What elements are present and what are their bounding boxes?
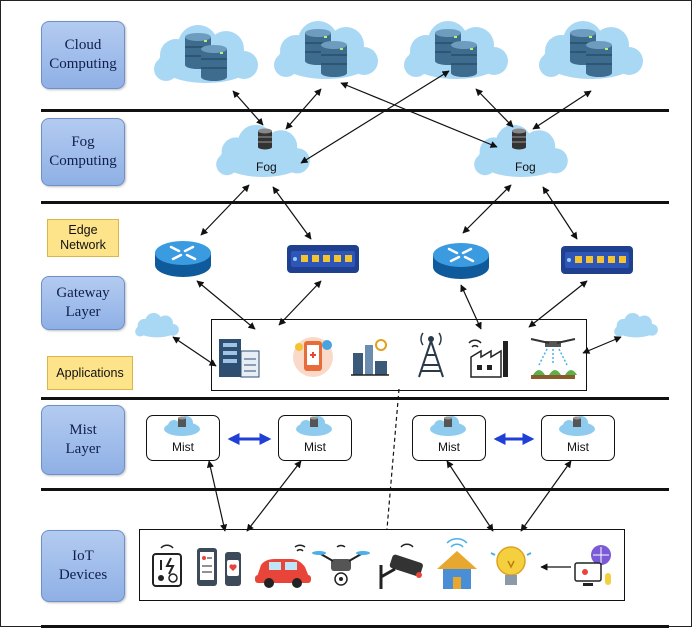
cloud-fog-arrows (232, 70, 592, 164)
layer-label-applications: Applications (47, 356, 133, 390)
edge-app-arrows (196, 280, 588, 330)
mist-cloud-icon-1 (164, 416, 200, 436)
layer-iot-text: IoT Devices (58, 548, 108, 583)
layer-gateway-text: Gateway Layer (56, 285, 110, 320)
router-left (153, 239, 213, 279)
cloud-server-4 (539, 21, 643, 79)
mist-node-4-label: Mist (567, 440, 589, 454)
connected-car-icon (255, 544, 311, 588)
divider-apps-mist (41, 397, 669, 400)
router-right (431, 241, 491, 281)
cloud-server-3 (404, 21, 508, 79)
mist-cloud-icon-2 (296, 416, 332, 436)
side-cloud-right (614, 313, 658, 338)
smart-factory-icon (351, 339, 389, 376)
layer-applications-text: Applications (56, 365, 124, 380)
switch-left (287, 245, 359, 273)
smart-bulb-icon (490, 546, 532, 585)
smart-industry-icon (468, 339, 508, 378)
layer-label-iot-devices: IoT Devices (41, 530, 125, 602)
layer-label-gateway: Gateway Layer (41, 276, 125, 330)
app-iot-dashed-link (386, 388, 400, 530)
cloud-server-2 (274, 21, 378, 79)
mist-iot-arrows (206, 460, 572, 532)
layer-label-mist: Mist Layer (41, 405, 125, 475)
fog-right-label: Fog (515, 160, 536, 174)
cloud-server-1 (154, 25, 258, 83)
divider-mist-iot (41, 488, 669, 491)
mist-cloud-icon-4 (559, 416, 595, 436)
connected-computer-icon (574, 545, 611, 586)
drone-icon (312, 544, 370, 586)
layer-edge-text: Edge Network (60, 223, 106, 252)
mist-node-1-label: Mist (172, 440, 194, 454)
mist-node-2-label: Mist (304, 440, 326, 454)
switch-right (561, 246, 633, 274)
layer-label-edge-network: Edge Network (47, 219, 119, 257)
layer-fog-text: Fog Computing (49, 134, 117, 169)
fog-edge-arrows (200, 184, 578, 240)
mobile-health-app-icon (293, 337, 333, 377)
mist-node-3-label: Mist (438, 440, 460, 454)
side-cloud-left (135, 313, 179, 338)
mist-node-4: Mist (541, 415, 615, 461)
layer-mist-text: Mist Layer (65, 422, 101, 457)
mist-cloud-icon-3 (430, 416, 466, 436)
layer-label-cloud-computing: Cloud Computing (41, 21, 125, 89)
divider-fog-edge (41, 201, 669, 204)
security-camera-icon (379, 543, 423, 589)
cell-tower-icon (418, 332, 444, 378)
server-building-icon (219, 339, 260, 378)
smartwatch-icon (197, 548, 241, 586)
smart-sensor-icon (152, 544, 182, 587)
agriculture-drone-icon (530, 338, 577, 379)
fog-left-label: Fog (256, 160, 277, 174)
layer-cloud-text: Cloud Computing (49, 37, 117, 72)
smart-home-icon (437, 538, 477, 589)
layer-label-fog-computing: Fog Computing (41, 118, 125, 186)
